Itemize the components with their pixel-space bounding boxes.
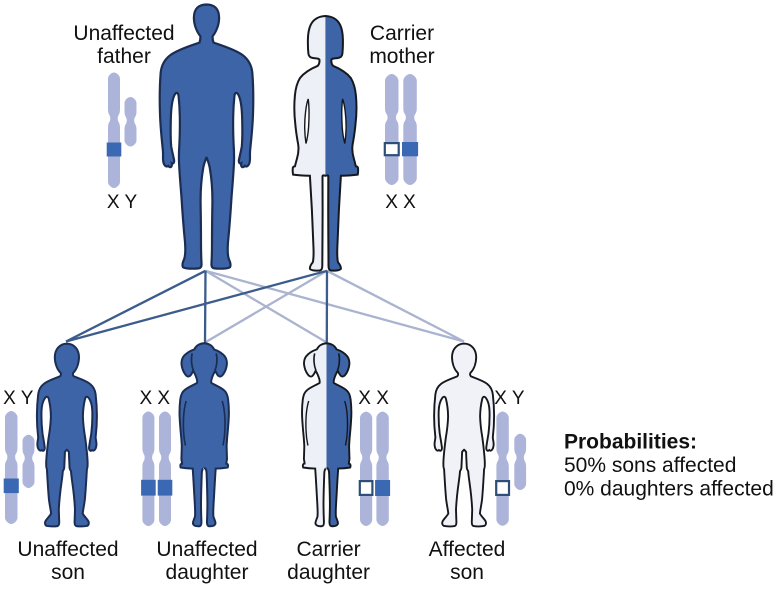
svg-text:Carrier: Carrier [297, 538, 361, 561]
svg-text:X X: X X [139, 388, 170, 409]
svg-text:Unaffected: Unaffected [17, 538, 118, 561]
svg-text:X X: X X [385, 192, 416, 213]
svg-text:X Y: X Y [107, 192, 138, 213]
svg-text:son: son [51, 561, 85, 584]
svg-text:Unaffected: Unaffected [156, 538, 257, 561]
svg-text:X X: X X [358, 388, 389, 409]
svg-text:Unaffected: Unaffected [73, 22, 174, 45]
svg-text:daughter: daughter [166, 561, 249, 584]
svg-text:father: father [97, 45, 151, 68]
svg-text:50% sons affected: 50% sons affected [564, 454, 736, 477]
svg-text:0% daughters affected: 0% daughters affected [564, 478, 774, 501]
svg-text:Affected: Affected [429, 538, 506, 561]
svg-text:daughter: daughter [287, 561, 370, 584]
svg-text:mother: mother [369, 45, 434, 68]
svg-text:X Y: X Y [3, 388, 34, 409]
svg-text:son: son [450, 561, 484, 584]
svg-text:Carrier: Carrier [370, 22, 434, 45]
svg-text:X Y: X Y [494, 388, 525, 409]
svg-text:Probabilities:: Probabilities: [564, 431, 697, 454]
